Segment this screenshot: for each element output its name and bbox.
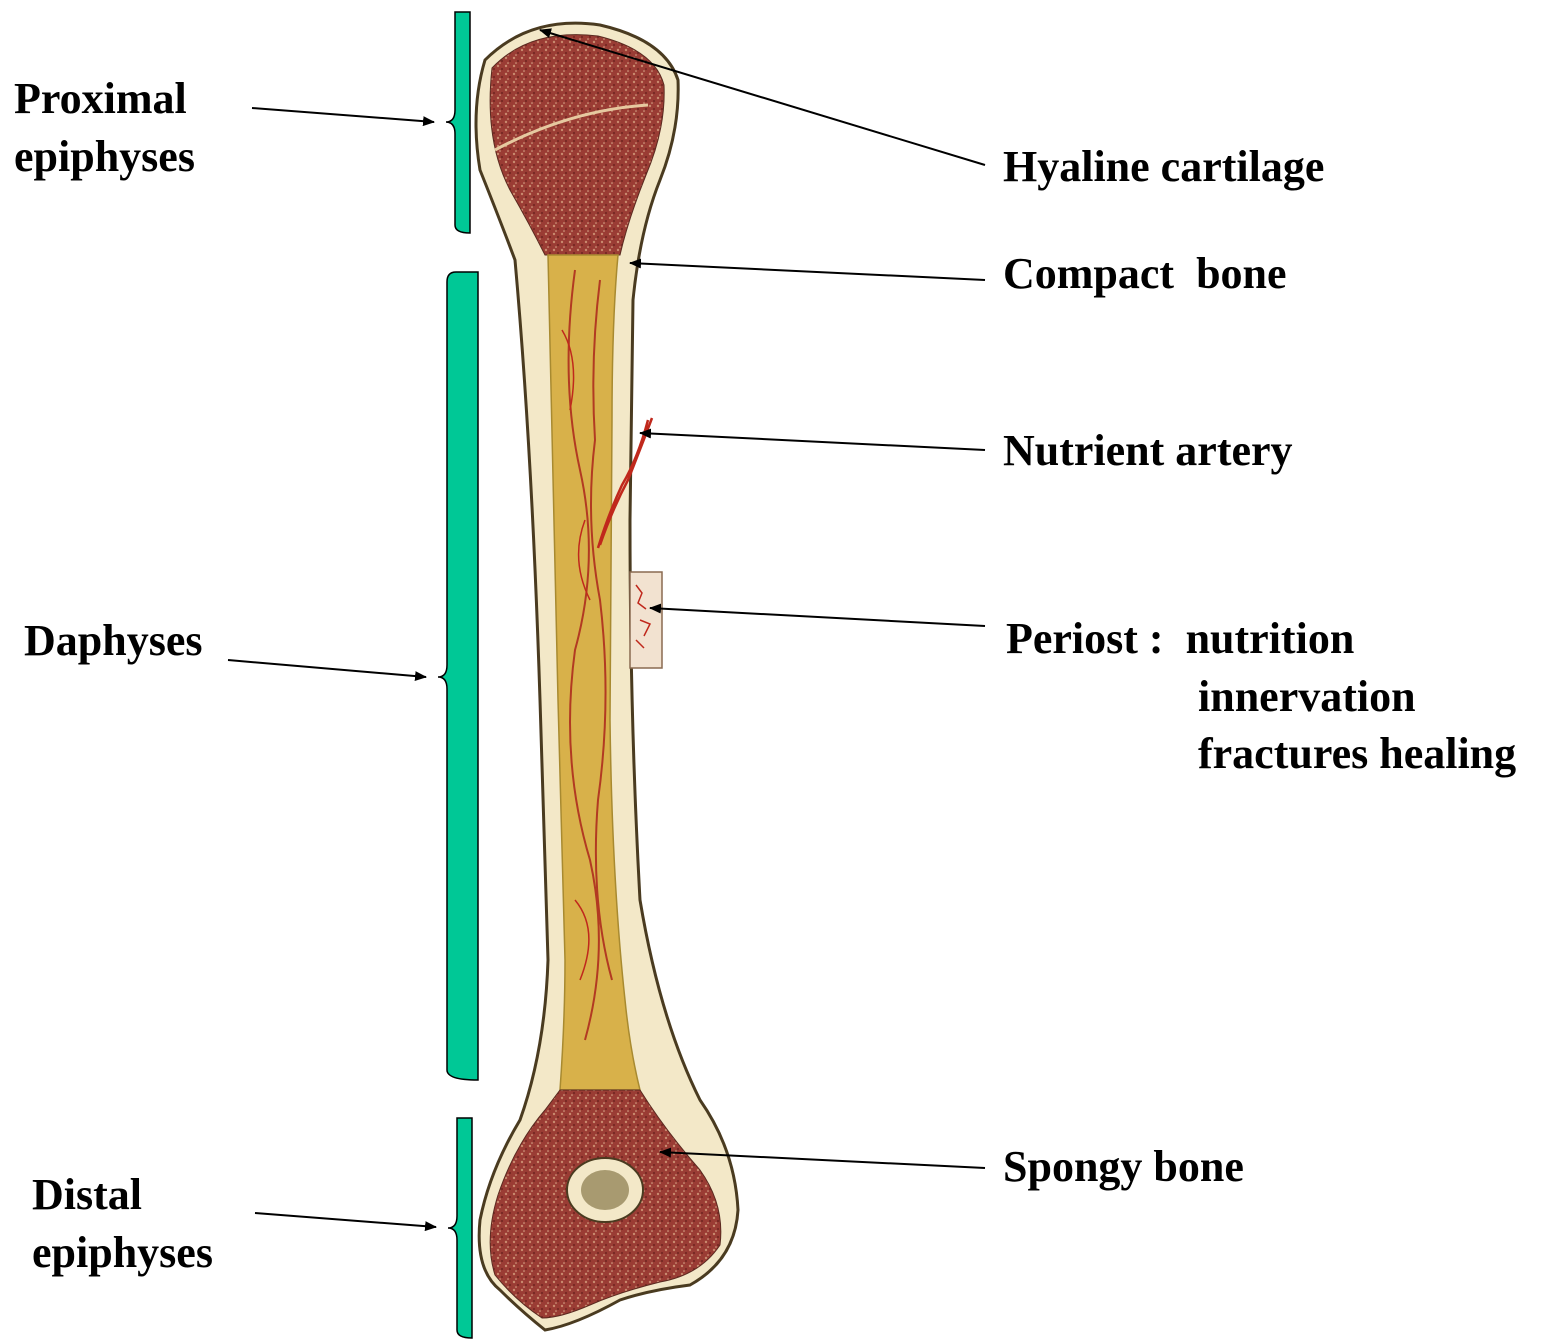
label-proximal-line-1: Proximal: [14, 70, 195, 128]
bone-body: [476, 23, 738, 1330]
label-spongy-bone: Spongy bone: [1003, 1138, 1244, 1196]
label-periost-title: Periost : nutrition: [1006, 610, 1354, 668]
label-distal-line-1: Distal: [32, 1166, 213, 1224]
bracket-distal: [448, 1118, 472, 1338]
bracket-daphyses: [438, 272, 478, 1080]
label-proximal-epiphyses: Proximal epiphyses: [14, 70, 195, 186]
label-nutrient-artery: Nutrient artery: [1003, 422, 1293, 480]
pointer-distal: [255, 1213, 436, 1227]
label-distal-line-2: epiphyses: [32, 1224, 213, 1282]
label-periost-fractures-healing: fractures healing: [1198, 725, 1516, 783]
label-daphyses: Daphyses: [24, 612, 203, 670]
pointer-daphyses: [228, 660, 426, 677]
label-distal-epiphyses: Distal epiphyses: [32, 1166, 213, 1282]
label-proximal-line-2: epiphyses: [14, 128, 195, 186]
label-periost-innervation: innervation: [1198, 668, 1416, 726]
pointer-periost: [650, 608, 985, 626]
label-hyaline-cartilage: Hyaline cartilage: [1003, 138, 1324, 196]
pointer-compact: [630, 263, 985, 280]
pointer-nutrient: [640, 433, 985, 450]
pointer-proximal: [252, 108, 434, 122]
bracket-proximal: [446, 12, 470, 233]
periosteum-flap: [630, 572, 662, 668]
label-compact-bone: Compact bone: [1003, 245, 1287, 303]
